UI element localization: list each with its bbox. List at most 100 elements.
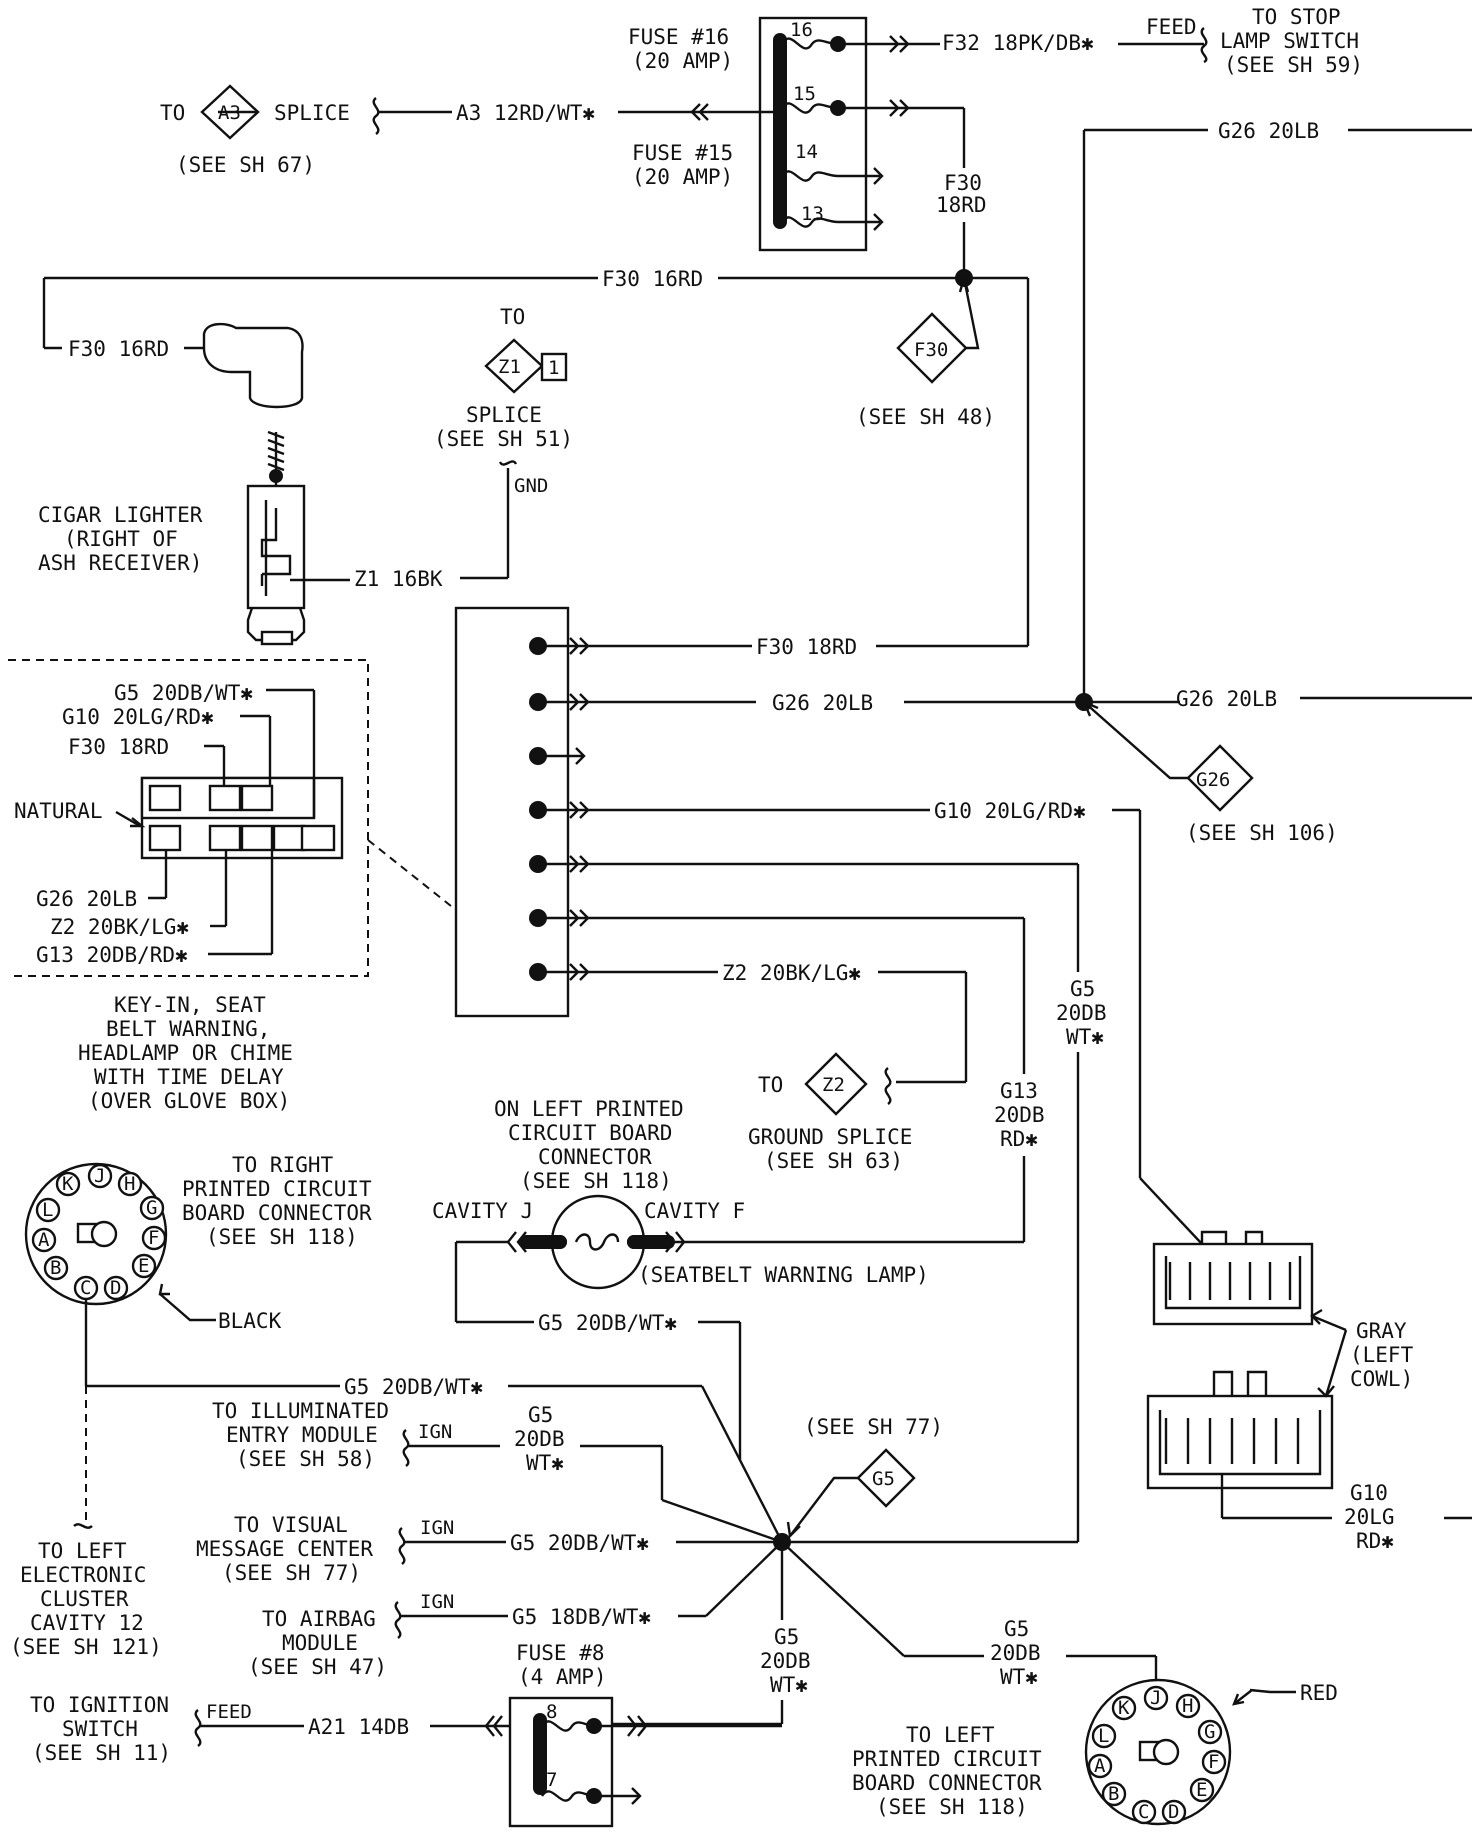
red-label: RED: [1300, 1681, 1338, 1705]
g5-long-label: G5 20DB/WT✱: [344, 1375, 483, 1399]
fuse-15-title: FUSE #15: [632, 141, 733, 165]
module-g13-a: G13: [1000, 1079, 1038, 1103]
right-pin-a: A: [38, 1229, 50, 1251]
gray-left-label: (LEFT: [1350, 1343, 1414, 1367]
visual-ign: IGN: [420, 1517, 454, 1539]
splice-a3-label: SPLICE: [274, 101, 350, 125]
chime-g10-label: G10 20LG/RD✱: [62, 705, 214, 729]
g5-right-a: G5: [1004, 1617, 1029, 1641]
black-label: BLACK: [218, 1309, 282, 1333]
airbag-label2: MODULE: [282, 1631, 358, 1655]
fuse-15-amp: (20 AMP): [632, 165, 733, 189]
fuse-15-num: 15: [793, 83, 816, 105]
feed-label: FEED: [1146, 15, 1197, 39]
seatbelt-warning-lamp: [506, 1194, 686, 1290]
cluster-label2: ELECTRONIC: [20, 1563, 146, 1587]
chime-z2-label: Z2 20BK/LG✱: [50, 915, 189, 939]
z1-symbol: Z1: [498, 356, 521, 378]
fuse-16-num: 16: [790, 19, 813, 41]
module-g5-a: G5: [1070, 977, 1095, 1001]
chime-g5-label: G5 20DB/WT✱: [114, 681, 253, 705]
g5-illum-b: 20DB: [514, 1427, 565, 1451]
left-printed-label: PRINTED CIRCUIT: [852, 1747, 1042, 1771]
see-sh51-label: (SEE SH 51): [434, 427, 573, 451]
fuse-14-num: 14: [795, 141, 818, 163]
module-connector: [454, 606, 600, 1018]
g5-airbag-label: G5 18DB/WT✱: [512, 1605, 651, 1629]
left-pin-d: D: [1168, 1801, 1179, 1823]
right-pin-f: F: [148, 1227, 159, 1249]
gray-g10-b: 20LG: [1344, 1505, 1395, 1529]
lamp-see-sh118: (SEE SH 118): [520, 1169, 672, 1193]
visual-label1: TO VISUAL: [234, 1513, 348, 1537]
splice-see-sh77: (SEE SH 77): [804, 1415, 943, 1439]
ignition-label2: SWITCH: [62, 1717, 138, 1741]
fuse8-title: FUSE #8: [516, 1641, 605, 1665]
g5-down-b: 20DB: [760, 1649, 811, 1673]
g5-right-c: WT✱: [1000, 1665, 1038, 1689]
chime-g26-label: G26 20LB: [36, 887, 137, 911]
gray-g10-c: RD✱: [1356, 1529, 1394, 1553]
g26-symbol: G26: [1196, 769, 1230, 791]
a3-wire-label: A3 12RD/WT✱: [456, 101, 595, 125]
right-pin-k: K: [62, 1173, 74, 1195]
chime-desc5: (OVER GLOVE BOX): [88, 1089, 290, 1113]
cigar-lighter: [202, 322, 350, 646]
right-pin-g: G: [146, 1197, 157, 1219]
left-pcb-connector: K J H L G A F B E C D: [1084, 1678, 1232, 1826]
cavity-f-label: CAVITY F: [644, 1199, 745, 1223]
visual-label2: MESSAGE CENTER: [196, 1537, 373, 1561]
fuse7-num: 7: [546, 1769, 557, 1791]
cluster-label3: CLUSTER: [40, 1587, 129, 1611]
see-sh48-label: (SEE SH 48): [856, 405, 995, 429]
gray-label: GRAY: [1356, 1319, 1407, 1343]
gray-g10-a: G10: [1350, 1481, 1388, 1505]
left-pin-b: B: [1108, 1783, 1119, 1805]
z1-wire-label: Z1 16BK: [354, 567, 443, 591]
lamp-on-left3: CONNECTOR: [538, 1145, 652, 1169]
to-z2-label: TO: [758, 1073, 783, 1097]
right-pin-l: L: [42, 1199, 53, 1221]
left-pin-l: L: [1098, 1725, 1109, 1747]
left-pin-a: A: [1094, 1755, 1106, 1777]
module-f30-label: F30 18RD: [756, 635, 857, 659]
see-sh63-label: (SEE SH 63): [764, 1149, 903, 1173]
lamp-on-left2: CIRCUIT BOARD: [508, 1121, 672, 1145]
g5-illum-c: WT✱: [526, 1451, 564, 1475]
airbag-label1: TO AIRBAG: [262, 1607, 376, 1631]
visual-label3: (SEE SH 77): [222, 1561, 361, 1585]
g26-top-label: G26 20LB: [1218, 119, 1319, 143]
chime-desc1: KEY-IN, SEAT: [114, 993, 266, 1017]
z2-symbol: Z2: [822, 1074, 845, 1096]
f30-symbol: F30: [914, 339, 948, 361]
left-pin-c: C: [1138, 1801, 1149, 1823]
f32-wire-label: F32 18PK/DB✱: [942, 31, 1094, 55]
module-g5-c: WT✱: [1066, 1025, 1104, 1049]
module-z2-label: Z2 20BK/LG✱: [722, 961, 861, 985]
chime-desc2: BELT WARNING,: [106, 1017, 270, 1041]
cavity-j-label: CAVITY J: [432, 1199, 533, 1223]
chime-f30-label: F30 18RD: [68, 735, 169, 759]
lamp-g5-wire: G5 20DB/WT✱: [538, 1311, 677, 1335]
fuse-16-amp: (20 AMP): [632, 49, 733, 73]
illum-label1: TO ILLUMINATED: [212, 1399, 389, 1423]
see-sh67-label: (SEE SH 67): [176, 153, 315, 177]
cluster-label5: (SEE SH 121): [10, 1635, 162, 1659]
left-pin-j: J: [1150, 1687, 1161, 1709]
chime-g13-label: G13 20DB/RD✱: [36, 943, 188, 967]
gray-connector: [1146, 1230, 1334, 1490]
to-left-label: TO LEFT: [906, 1723, 995, 1747]
cluster-label1: TO LEFT: [38, 1539, 127, 1563]
seatbelt-lamp-label: (SEATBELT WARNING LAMP): [638, 1263, 929, 1287]
right-pin-j: J: [94, 1165, 105, 1187]
g5-illum-a: G5: [528, 1403, 553, 1427]
left-pin-e: E: [1196, 1779, 1207, 1801]
a21-label: A21 14DB: [308, 1715, 409, 1739]
module-g26-label: G26 20LB: [772, 691, 873, 715]
right-pin-h: H: [124, 1173, 135, 1195]
lamp-switch-label: LAMP SWITCH: [1220, 29, 1359, 53]
f30-16rd-left-label: F30 16RD: [68, 337, 169, 361]
right-pin-b: B: [50, 1257, 61, 1279]
fuse8-amp: (4 AMP): [518, 1665, 607, 1689]
